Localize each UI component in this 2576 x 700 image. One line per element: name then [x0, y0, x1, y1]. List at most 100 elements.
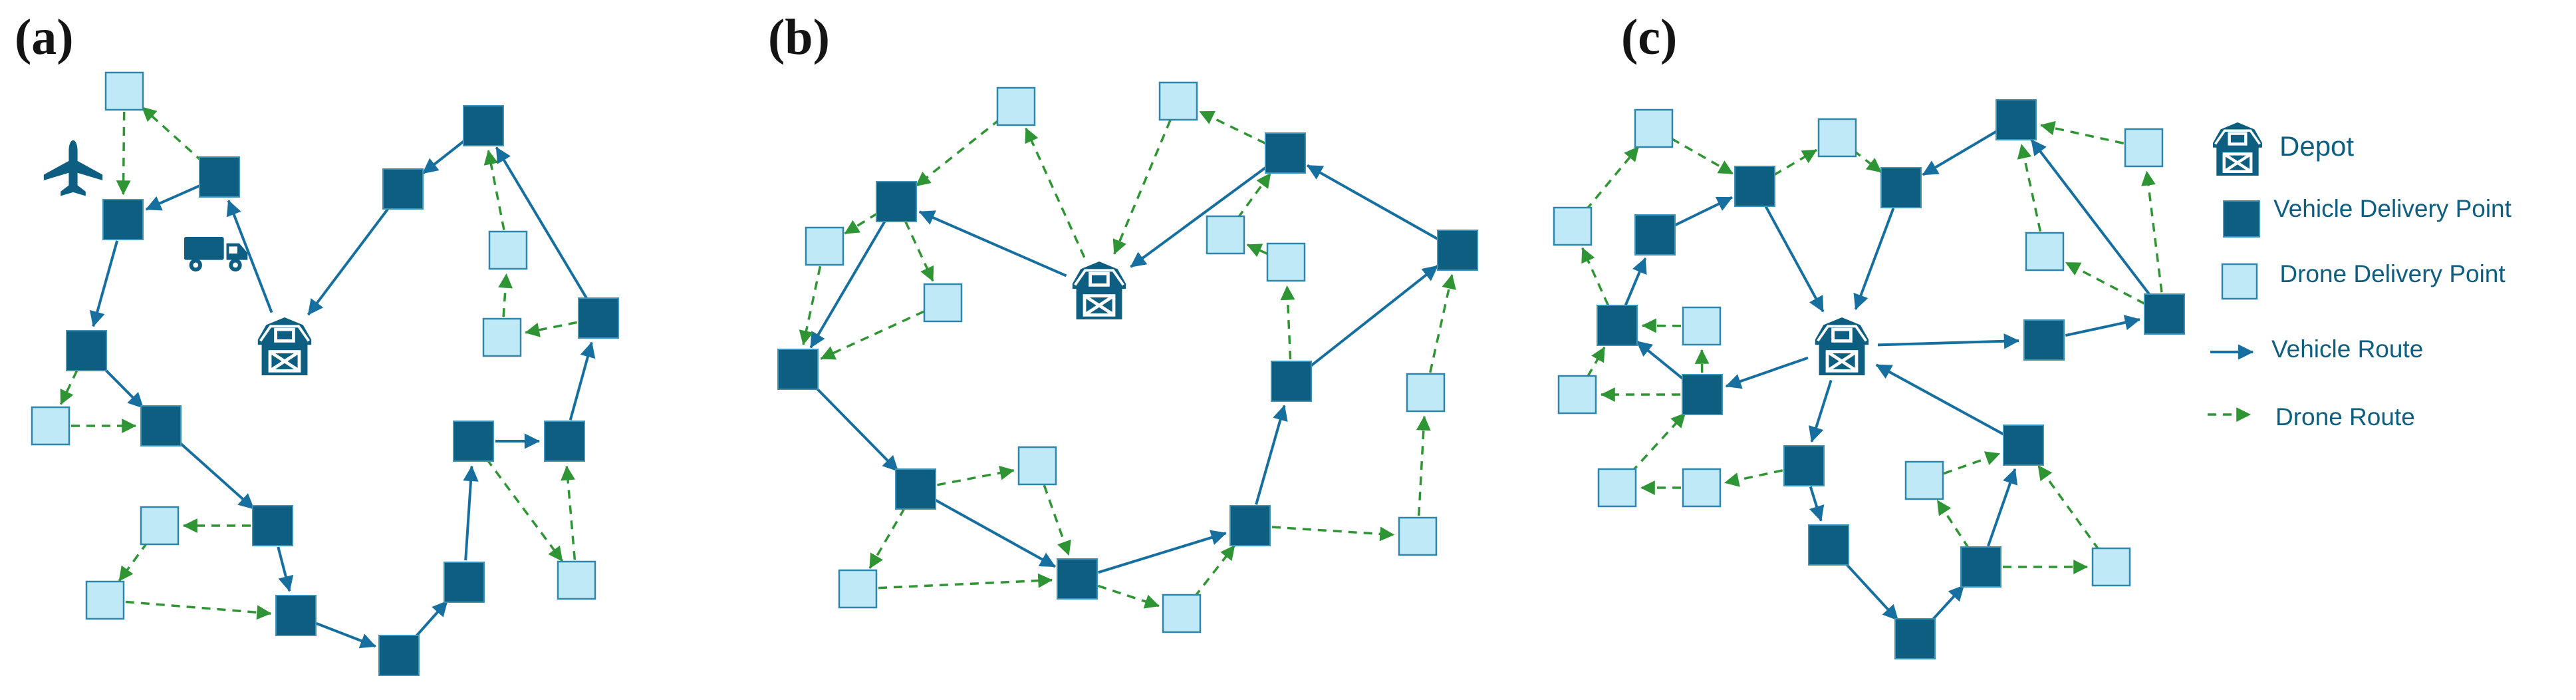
drone-delivery-point	[2091, 547, 2131, 587]
drone-delivery-point	[805, 226, 844, 266]
vehicle-route-edge	[176, 439, 255, 510]
drone-route-edge	[868, 507, 906, 569]
vehicle-route-edge	[934, 498, 1056, 568]
vehicle-route-edge	[226, 200, 273, 313]
drone-delivery-point	[104, 71, 144, 111]
vehicle-route-edge	[1987, 468, 2018, 547]
drone-route-edge	[1586, 346, 1606, 378]
vehicle-delivery-point	[66, 330, 107, 371]
drone-delivery-point	[1398, 516, 1438, 556]
drone-delivery-point	[1904, 460, 1944, 500]
vehicle-delivery-point	[275, 595, 317, 636]
drone-route-edge	[141, 106, 204, 164]
vehicle-route-edge	[1674, 196, 1733, 227]
vehicle-route-edge	[1624, 257, 1647, 306]
vehicle-route-edge	[1255, 405, 1288, 505]
legend-drone-point-label: Drone Delivery Point	[2279, 260, 2506, 287]
vehicle-route-edge	[1130, 164, 1269, 268]
vehicle-route-edge	[1875, 363, 2005, 436]
vehicle-delivery-point	[102, 199, 144, 240]
vehicle-route-edge	[2030, 138, 2152, 297]
vehicle-delivery-point	[444, 562, 485, 603]
drone-route-edge	[498, 273, 513, 317]
vehicle-delivery-point	[199, 156, 240, 198]
drone-route-edge	[59, 370, 78, 405]
vehicle-delivery-point	[453, 421, 494, 462]
drone-route-edge	[1581, 247, 1610, 306]
vehicle-delivery-point	[1996, 99, 2037, 140]
drone-route-edge	[116, 111, 131, 196]
vehicle-delivery-point	[1597, 305, 1638, 346]
vehicle-route-edge	[1842, 560, 1899, 621]
airplane-icon	[43, 140, 103, 196]
drone-route-edge	[1630, 412, 1686, 474]
drone-route-edge	[1943, 451, 2001, 475]
vehicle-route-edge	[809, 220, 887, 349]
drone-route-edge	[1936, 500, 1970, 550]
drone-route-edge	[1671, 137, 1734, 175]
vehicle-route-edge	[1928, 584, 1965, 624]
drone-delivery-point	[557, 560, 596, 600]
vehicle-route-edge	[316, 622, 376, 649]
drone-delivery-point	[1406, 373, 1446, 413]
drone-route-edge	[1429, 274, 1456, 373]
vehicle-delivery-point	[463, 105, 504, 146]
vehicle-delivery-point	[140, 405, 182, 446]
legend-vehicle-point-label: Vehicle Delivery Point	[2273, 195, 2512, 222]
vehicle-delivery-point	[1880, 167, 1922, 208]
vehicle-route-edge	[569, 341, 596, 421]
vehicle-route-edge	[1097, 530, 1227, 574]
drone-route-edge	[937, 465, 1015, 486]
panel-c-label: (c)	[1621, 9, 1678, 65]
drone-route-edge	[904, 221, 934, 282]
vehicle-delivery-point	[1960, 546, 2001, 588]
drone-route-edge	[525, 321, 577, 337]
vehicle-delivery-point	[1265, 132, 1306, 174]
drone-route-edge	[483, 150, 505, 230]
drone-route-edge	[561, 465, 577, 560]
drone-route-edge	[2040, 120, 2125, 145]
vehicle-delivery-point	[2144, 293, 2185, 335]
vehicle-delivery-point	[1808, 524, 1849, 566]
vehicle-delivery-point	[2003, 425, 2044, 466]
drone-route-edge	[1097, 584, 1160, 609]
drone-route-edge	[1280, 285, 1295, 360]
vehicle-delivery-point	[1894, 618, 1936, 659]
vehicle-route-edge	[412, 600, 449, 640]
vehicle-route-edge	[89, 240, 119, 327]
vehicle-delivery-point	[777, 349, 819, 390]
vehicle-route-edge	[2065, 315, 2140, 337]
drone-route-edge	[1236, 172, 1271, 220]
vehicle-route-edge	[495, 146, 588, 300]
drone-delivery-point	[1817, 118, 1857, 158]
vehicle-route-edge	[1725, 356, 1809, 389]
vehicle-delivery-point	[895, 468, 936, 510]
drone-delivery-point	[838, 569, 878, 609]
drone-route-edge	[1193, 544, 1236, 598]
drone-route-edge	[1724, 469, 1783, 487]
drone-delivery-point	[923, 283, 963, 323]
vehicle-route-edge	[422, 138, 467, 175]
vehicle-delivery-point	[2023, 319, 2065, 361]
drone-route-edge	[2065, 262, 2146, 305]
vehicle-delivery-point	[544, 421, 585, 462]
drone-delivery-point	[1682, 468, 1722, 508]
drone-delivery-point	[1017, 446, 1057, 486]
drone-route-edge	[915, 118, 1001, 187]
legend-drone-point-swatch	[2221, 263, 2258, 300]
vehicle-route-edge	[1809, 486, 1825, 522]
drone-route-edge	[1853, 149, 1882, 173]
vehicle-delivery-point	[382, 168, 424, 210]
vehicle-route-edge	[1853, 208, 1895, 310]
depot-icon	[1815, 317, 1868, 375]
vehicle-delivery-point	[1634, 214, 1676, 256]
drone-route-edge	[1025, 127, 1086, 258]
legend-depot-icon	[2213, 122, 2262, 176]
vehicle-route-edge	[463, 465, 479, 561]
vehicle-delivery-point	[1734, 166, 1775, 207]
legend-depot-label: Depot	[2279, 130, 2355, 162]
drone-route-edge	[118, 541, 149, 582]
vehicle-route-edge	[812, 384, 899, 472]
